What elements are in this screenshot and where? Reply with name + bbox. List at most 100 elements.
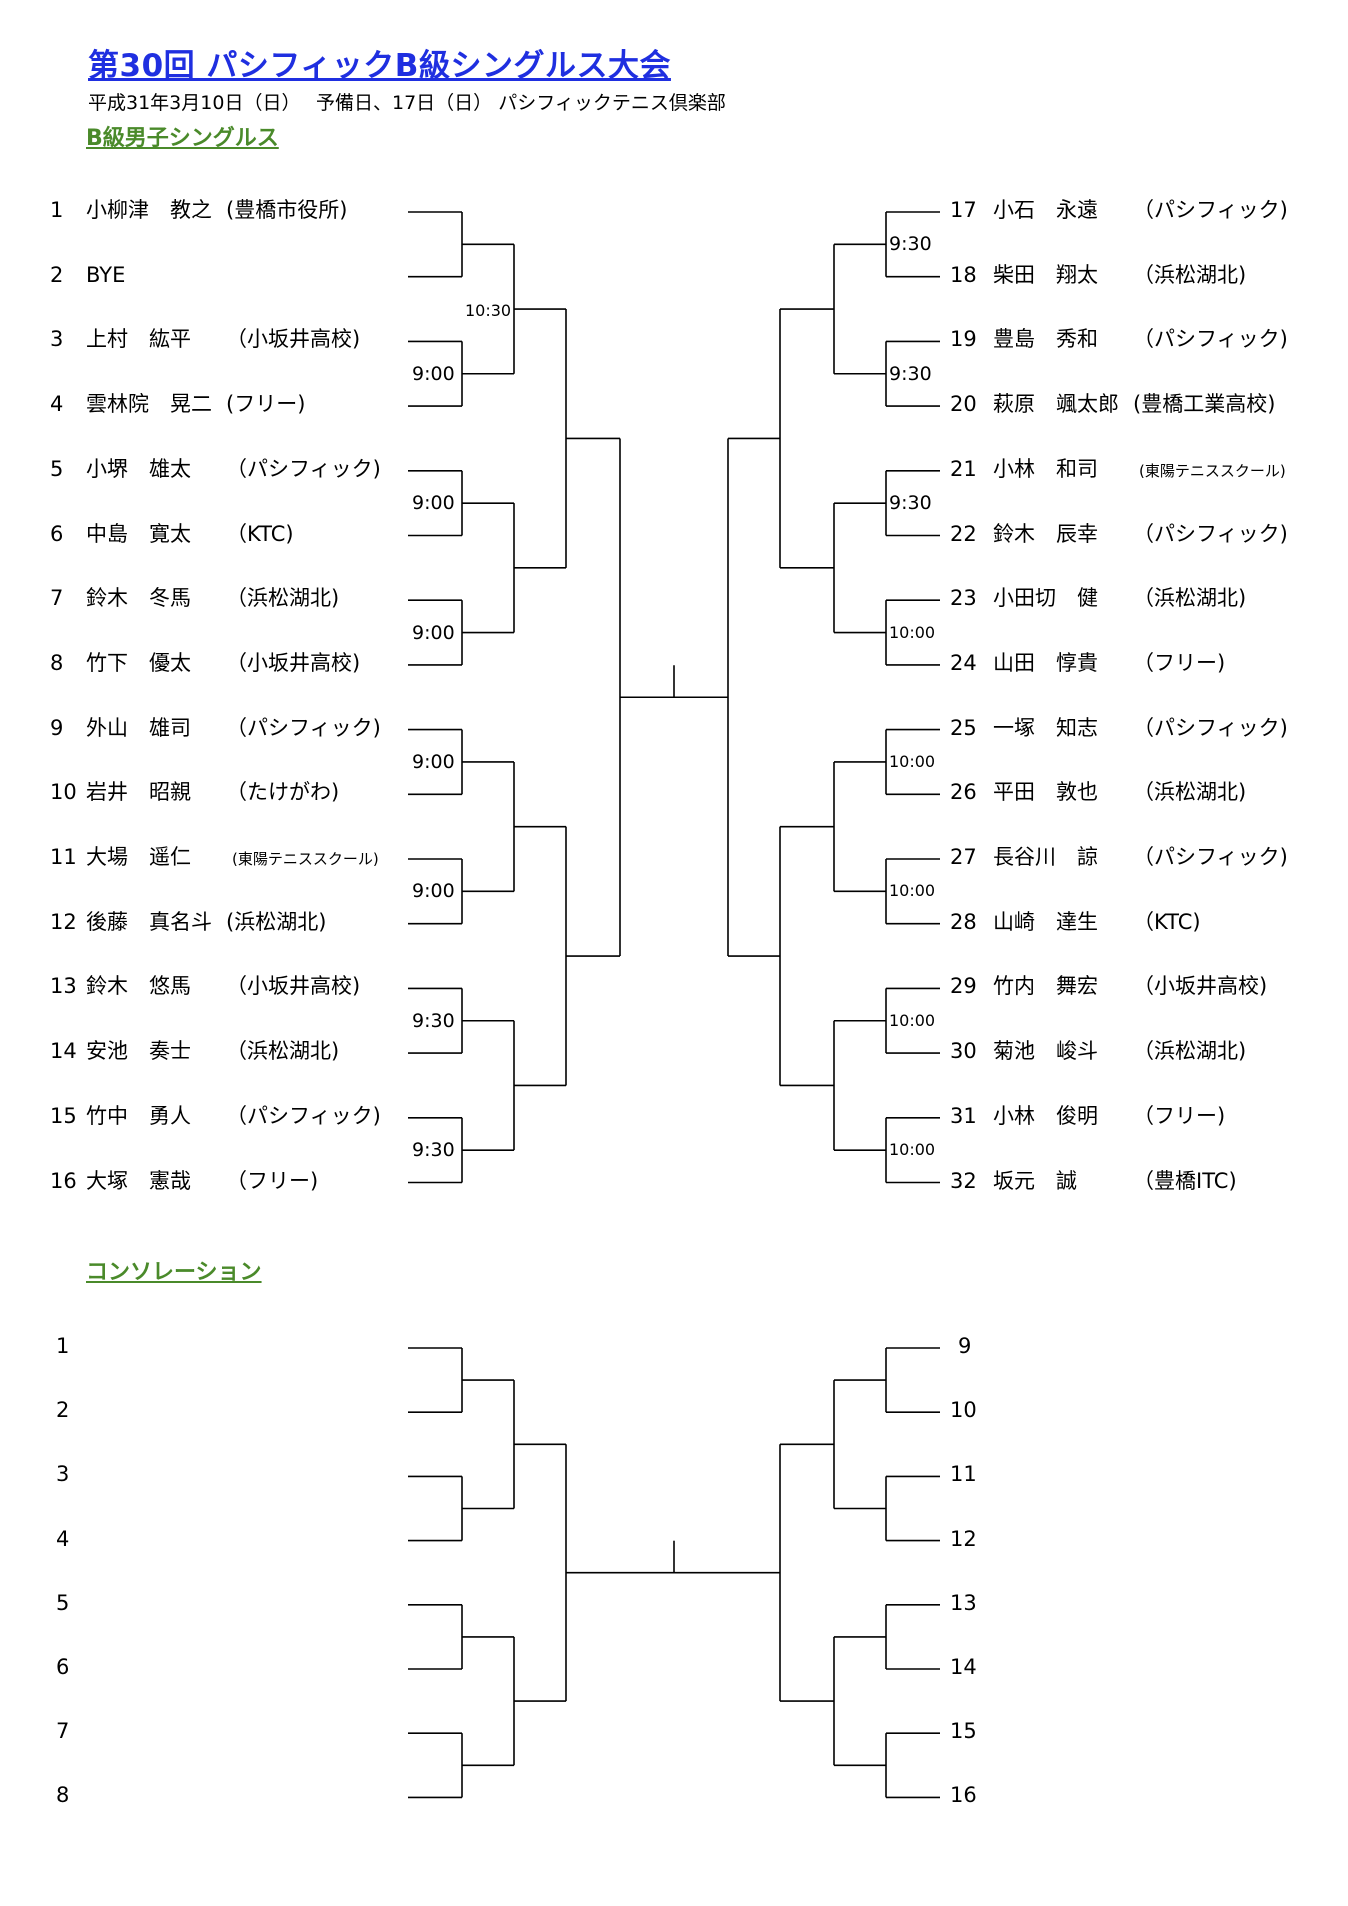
player-seed-number: 17 (950, 198, 977, 222)
player-seed-number: 24 (950, 650, 977, 675)
match-time-17-18: 9:30 (889, 233, 932, 256)
player-club: （パシフィック) (1133, 521, 1288, 546)
consolation-slot-14: 14 (950, 1655, 977, 1679)
player-club: （パシフィック) (226, 715, 381, 740)
player-name: 長谷川 諒 (993, 845, 1098, 869)
player-name: 竹中 勇人 (86, 1103, 191, 1128)
player-club: （フリー) (1133, 650, 1226, 675)
player-club: （パシフィック) (1133, 198, 1288, 222)
player-club: （パシフィック) (1133, 715, 1288, 740)
player-name: 鈴木 悠馬 (86, 974, 191, 999)
main-draw-label: B級男子シングルス (86, 126, 279, 151)
player-entry-22: 22 鈴木 辰幸 （パシフィック) (0, 519, 1348, 549)
match-time-25-26: 10:00 (889, 750, 936, 773)
player-seed-number: 6 (50, 521, 64, 546)
player-name: 小石 永遠 (993, 198, 1098, 222)
player-seed-number: 15 (50, 1103, 77, 1128)
consolation-slot-6: 6 (56, 1655, 70, 1679)
player-seed-number: 5 (50, 456, 64, 481)
player-seed-number: 20 (950, 392, 977, 417)
player-name: 小堺 雄太 (86, 456, 191, 481)
player-club: （豊橋ITC) (1133, 1168, 1237, 1193)
player-name: 一塚 知志 (993, 715, 1098, 740)
match-time-9-10: 9:00 (412, 750, 455, 773)
player-club: （浜松湖北) (1133, 586, 1247, 611)
player-name: 外山 雄司 (86, 715, 191, 740)
consolation-slot-11: 11 (950, 1462, 977, 1487)
player-name: 柴田 翔太 (993, 262, 1098, 287)
player-entry-17: 17 小石 永遠 （パシフィック) (0, 195, 1348, 225)
player-entry-23: 23 小田切 健 （浜松湖北) (0, 583, 1348, 613)
player-name: 鈴木 辰幸 (993, 521, 1098, 546)
player-club: （パシフィック) (1133, 327, 1288, 352)
player-club: （浜松湖北) (1133, 1039, 1247, 1064)
consolation-slot-15: 15 (950, 1719, 977, 1744)
player-name: 坂元 誠 (993, 1168, 1077, 1193)
match-time-11-12: 9:00 (412, 880, 455, 903)
player-club: （KTC) (226, 521, 294, 546)
player-name: 平田 敦也 (993, 780, 1098, 805)
player-name: 岩井 昭親 (86, 780, 191, 805)
player-club: (東陽テニススクール) (1139, 461, 1286, 480)
player-name: 竹下 優太 (86, 650, 191, 675)
match-time-19-20: 9:30 (889, 362, 932, 385)
player-name: 小柳津 教之 (86, 198, 212, 222)
player-name: BYE (86, 262, 126, 287)
player-seed-number: 22 (950, 521, 977, 546)
player-name: 萩原 颯太郎 (993, 392, 1119, 417)
player-entry-25: 25 一塚 知志 （パシフィック) (0, 713, 1348, 743)
player-seed-number: 23 (950, 586, 977, 611)
consolation-slot-7: 7 (56, 1719, 70, 1744)
player-entry-32: 32 坂元 誠 （豊橋ITC) (0, 1166, 1348, 1196)
consolation-slot-2: 2 (56, 1398, 70, 1423)
player-seed-number: 30 (950, 1039, 977, 1064)
consolation-slot-9: 9 (958, 1334, 972, 1358)
player-seed-number: 16 (50, 1168, 77, 1193)
player-name: 上村 紘平 (86, 327, 191, 352)
player-seed-number: 25 (950, 715, 977, 740)
player-seed-number: 8 (50, 650, 64, 675)
player-club: （浜松湖北) (226, 1039, 340, 1064)
player-seed-number: 7 (50, 586, 64, 611)
player-club: （小坂井高校) (1133, 974, 1268, 999)
player-name: 雲林院 晃二 (86, 392, 212, 417)
player-name: 中島 寛太 (86, 521, 191, 546)
player-name: 大場 遥仁 (86, 845, 191, 869)
player-seed-number: 18 (950, 262, 977, 287)
player-seed-number: 27 (950, 845, 977, 869)
player-club: （たけがわ) (226, 780, 340, 805)
player-seed-number: 32 (950, 1168, 977, 1193)
player-club: (豊橋工業高校) (1133, 392, 1276, 417)
match-time-15-16: 9:30 (412, 1139, 455, 1162)
consolation-slot-8: 8 (56, 1783, 70, 1808)
player-name: 大塚 憲哉 (86, 1168, 191, 1193)
player-club: （フリー) (226, 1168, 319, 1193)
match-time-13-14: 9:30 (412, 1009, 455, 1032)
player-club: （浜松湖北) (1133, 780, 1247, 805)
player-club: （フリー) (1133, 1103, 1226, 1128)
player-seed-number: 13 (50, 974, 77, 999)
player-seed-number: 2 (50, 262, 64, 287)
player-seed-number: 28 (950, 909, 977, 934)
player-club: (浜松湖北) (226, 909, 327, 934)
player-name: 小田切 健 (993, 586, 1098, 611)
consolation-label: コンソレーション (86, 1260, 262, 1285)
player-entry-6: 6 中島 寛太 （KTC) (0, 519, 1348, 549)
consolation-slot-1: 1 (56, 1334, 70, 1358)
player-club: （KTC) (1133, 909, 1201, 934)
consolation-slot-10: 10 (950, 1398, 977, 1423)
consolation-slot-3: 3 (56, 1462, 70, 1487)
consolation-slot-5: 5 (56, 1590, 70, 1615)
